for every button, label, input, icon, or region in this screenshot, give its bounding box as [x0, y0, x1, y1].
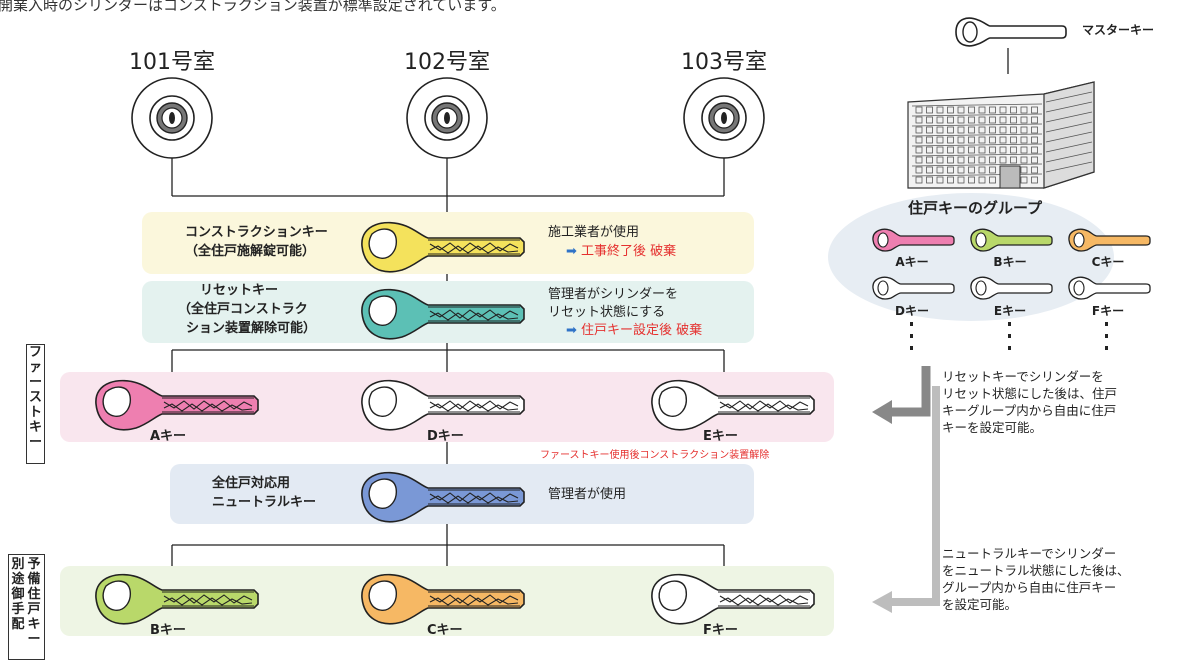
neutral-desc: 管理者が使用 [548, 487, 627, 502]
reset-key-title-1: リセットキー [200, 283, 279, 298]
spare-key-side-col2: 予 備 住 戸 キ ー [27, 557, 41, 647]
group-key-d-label: Dキー [895, 304, 929, 318]
group-key-b-label: Bキー [993, 255, 1027, 269]
spare-key-b-icon [92, 568, 262, 630]
spare-key-c-icon [358, 568, 528, 630]
neutral-note: ニュートラルキーでシリンダー をニュートラル状態にした後は、 グループ内から自由… [942, 546, 1130, 612]
group-key-d-icon [870, 274, 956, 306]
reset-desc-3-text: 住戸キー設定後 破棄 [581, 323, 703, 338]
spare-key-b-label: Bキー [150, 623, 186, 638]
neutral-key-icon [358, 466, 528, 528]
first-key-a-icon [92, 374, 262, 436]
spare-key-c-label: Cキー [427, 623, 463, 638]
construction-desc-1: 施工業者が使用 [548, 225, 640, 240]
construction-key-icon [358, 216, 528, 278]
spare-key-side-col1: 別 途 御 手 配 [11, 557, 25, 632]
construction-key-title-1: コンストラクションキー [185, 225, 328, 240]
door-cylinder-102-icon [406, 77, 488, 159]
reset-desc-2: リセット状態にする [548, 305, 666, 320]
group-key-e-icon [968, 274, 1054, 306]
room-label-101: 101号室 [129, 50, 215, 75]
construction-desc-2: ➡ 工事終了後 破棄 [566, 243, 676, 261]
master-key-label: マスターキー [1082, 23, 1155, 37]
room-label-103: 103号室 [681, 50, 767, 75]
first-key-note: ファーストキー使用後コンストラクション装置解除 [540, 450, 770, 461]
construction-desc-2-text: 工事終了後 破棄 [581, 244, 677, 259]
neutral-key-title-2: ニュートラルキー [212, 495, 317, 510]
group-key-c-label: Cキー [1091, 255, 1125, 269]
reset-flow-arrow [872, 366, 931, 424]
reset-desc-1: 管理者がシリンダーを [548, 287, 679, 302]
top-caption: 開業入時のシリンダーはコンストラクション装置が標準設定されています。 [0, 0, 506, 14]
reset-key-title-3: ション装置解除可能） [186, 321, 317, 336]
first-key-d-icon [358, 374, 528, 436]
group-key-f-label: Fキー [1091, 304, 1125, 318]
neutral-key-title-1: 全住戸対応用 [212, 476, 291, 491]
first-key-a-label: Aキー [150, 429, 187, 444]
reset-note: リセットキーでシリンダーを リセット状態にした後は、住戸 キーグループ内から自由… [942, 369, 1118, 435]
group-key-b-icon [968, 226, 1054, 258]
key-group-title: 住戸キーのグループ [907, 199, 1043, 217]
first-key-d-label: Dキー [427, 429, 464, 444]
first-key-e-label: Eキー [703, 429, 738, 444]
group-key-c-icon [1066, 226, 1152, 258]
spare-key-side-label: 別 途 御 手 配 予 備 住 戸 キ ー [8, 554, 45, 660]
group-key-a-icon [870, 226, 956, 258]
right-arrow-icon: ➡ [566, 244, 577, 259]
continuation-dots [910, 322, 1108, 350]
reset-key-icon [358, 283, 528, 345]
room-label-102: 102号室 [404, 50, 490, 75]
group-key-f-icon [1066, 274, 1152, 306]
door-cylinder-103-icon [683, 77, 765, 159]
master-key-icon [955, 17, 1067, 47]
reset-desc-3: ➡ 住戸キー設定後 破棄 [566, 322, 702, 340]
first-key-e-icon [648, 374, 818, 436]
door-cylinder-101-icon [131, 77, 213, 159]
right-arrow-icon: ➡ [566, 323, 577, 338]
group-key-e-label: Eキー [993, 304, 1027, 318]
first-key-side-label: フ ァ ー ス ト キ ー [26, 344, 45, 464]
neutral-flow-arrow [872, 386, 940, 613]
apartment-building-icon [907, 81, 1095, 189]
spare-key-f-label: Fキー [703, 623, 738, 638]
group-key-a-label: Aキー [895, 255, 929, 269]
construction-key-title-2: （全住戸施解錠可能） [185, 244, 316, 259]
reset-key-title-2: （全住戸コンストラク [178, 302, 308, 317]
spare-key-f-icon [648, 568, 818, 630]
